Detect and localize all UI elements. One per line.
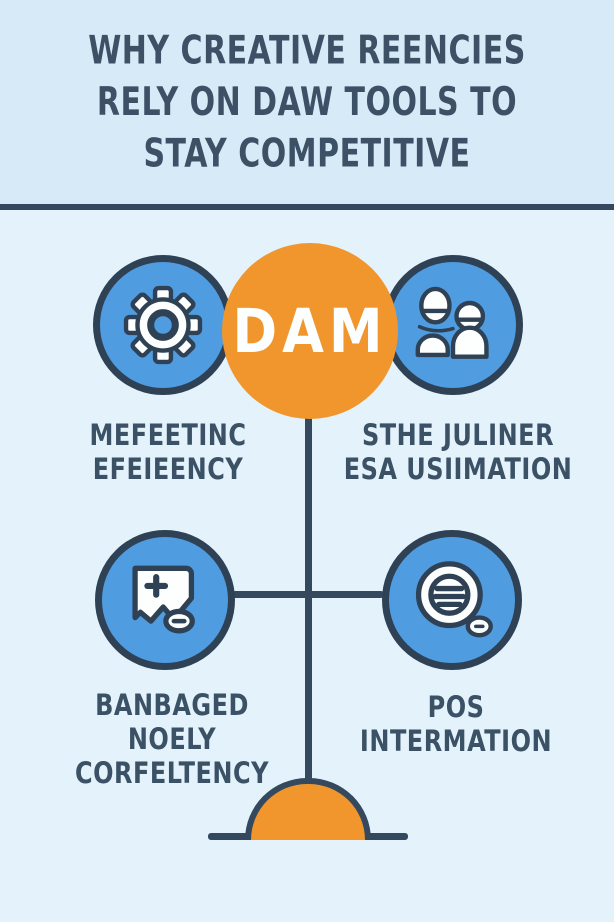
node-label-managed-consistency: BANBAGED NOELY CORFELTENCY xyxy=(42,688,302,790)
node-circle-managed-consistency xyxy=(95,530,235,670)
label-line: EFEIEENCY xyxy=(92,452,244,487)
label-line: POS xyxy=(427,690,485,725)
label-line: CORFELTENCY xyxy=(75,756,269,791)
node-label-pos-information: POS INTERMATION xyxy=(326,690,586,758)
label-line: STHE JULINER xyxy=(361,418,555,453)
label-line: INTERMATION xyxy=(359,724,553,759)
team-icon xyxy=(407,279,499,371)
hub-label: DAM xyxy=(232,295,388,367)
title-line-3: STAY COMPETITIVE xyxy=(143,130,471,177)
image-plus-icon xyxy=(119,554,211,646)
label-line: MEFEETINC xyxy=(89,418,247,453)
horizontal-connector-line xyxy=(232,591,384,598)
page-title: WHY CREATIVE REENCIES RELY ON DAW TOOLS … xyxy=(88,25,526,179)
title-line-1: WHY CREATIVE REENCIES xyxy=(88,27,526,74)
gear-icon xyxy=(117,279,209,371)
node-label-meeting-efficiency: MEFEETINC EFEIEENCY xyxy=(38,418,298,486)
label-line: NOELY xyxy=(127,722,217,757)
diagram-canvas: DAM xyxy=(0,210,614,922)
coin-icon xyxy=(406,554,498,646)
central-hub-circle: DAM xyxy=(222,243,398,419)
label-line: ESA USIIMATION xyxy=(343,452,573,487)
vertical-connector-line xyxy=(305,415,312,785)
node-circle-meeting-efficiency xyxy=(93,255,233,395)
header-band: WHY CREATIVE REENCIES RELY ON DAW TOOLS … xyxy=(0,0,614,210)
label-line: BANBAGED xyxy=(95,688,249,723)
node-circle-pos-information xyxy=(382,530,522,670)
node-circle-user-estimation xyxy=(383,255,523,395)
title-line-2: RELY ON DAW TOOLS TO xyxy=(96,78,518,126)
node-label-user-estimation: STHE JULINER ESA USIIMATION xyxy=(328,418,588,486)
